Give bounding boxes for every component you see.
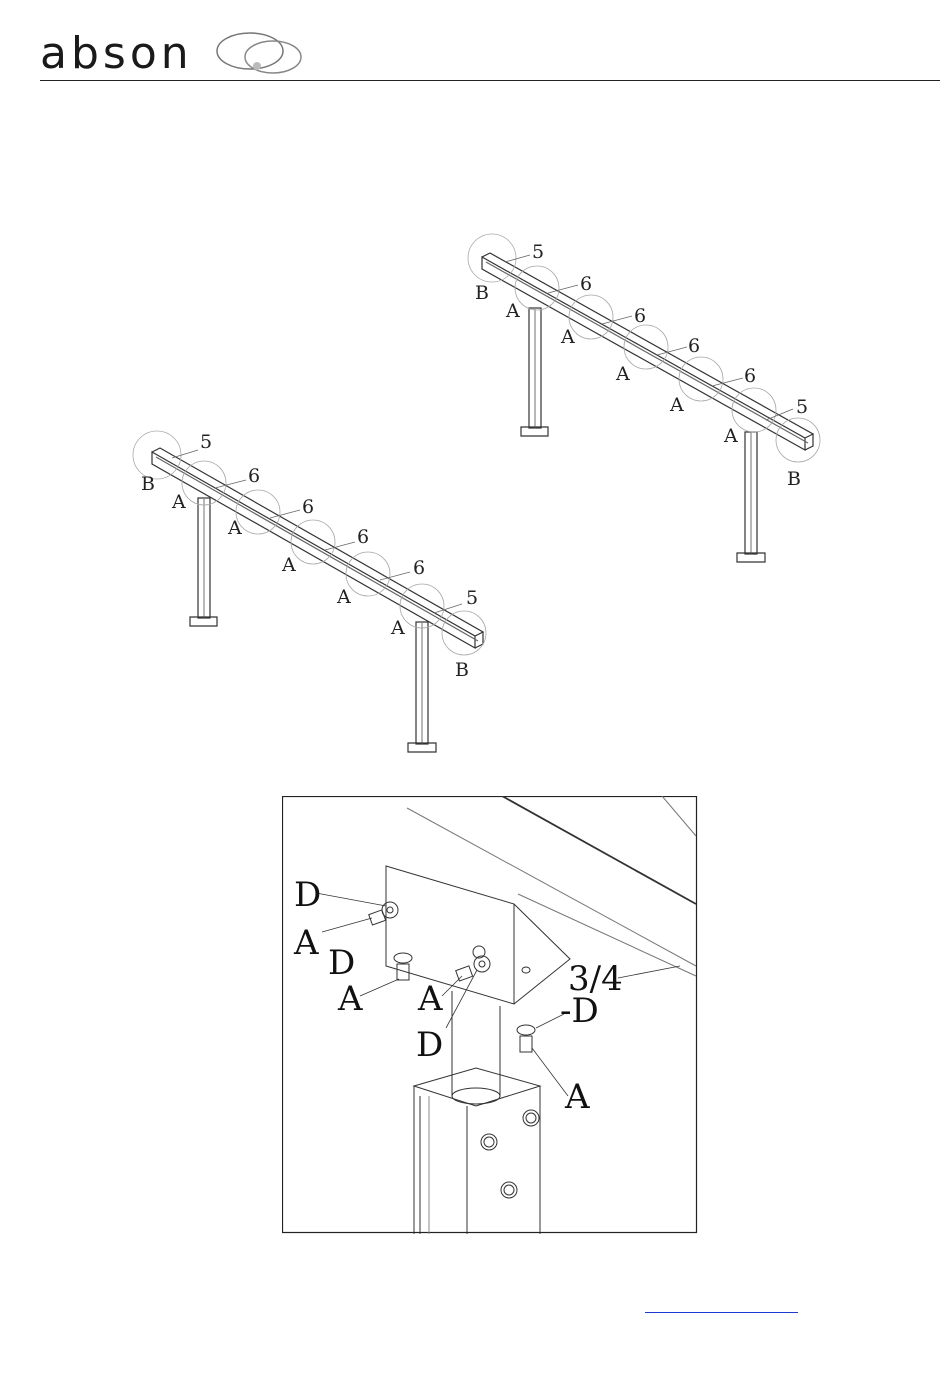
- label-detail-a: A: [560, 326, 575, 348]
- label-part-6: 6: [580, 273, 592, 295]
- label-fastener-d: D: [416, 1025, 443, 1065]
- label-fastener-d: D: [328, 943, 355, 983]
- label-part-6: 6: [357, 526, 369, 548]
- label-detail-b: B: [141, 473, 155, 495]
- label-part-6: 6: [688, 335, 700, 357]
- label-fastener-a: A: [564, 1077, 590, 1117]
- label-detail-a: A: [336, 586, 351, 608]
- label-part-6: 6: [744, 365, 756, 387]
- label-fastener-a: A: [293, 923, 319, 963]
- brand-logo: abson: [40, 28, 310, 80]
- label-fastener-d: D: [294, 875, 321, 915]
- label-detail-b: B: [475, 282, 489, 304]
- label-fastener-a: A: [337, 979, 363, 1019]
- label-detail-b: B: [455, 659, 469, 681]
- label-part-6: 6: [248, 465, 260, 487]
- label-part-5: 5: [532, 241, 544, 263]
- brand-name: abson: [40, 28, 193, 80]
- label-fastener-d-dash: -D: [560, 991, 599, 1031]
- label-part-5: 5: [200, 431, 212, 453]
- label-detail-a: A: [227, 517, 242, 539]
- label-detail-a: A: [505, 300, 520, 322]
- footer-link[interactable]: [645, 1296, 798, 1313]
- label-part-6: 6: [302, 496, 314, 518]
- label-detail-a: A: [171, 491, 186, 513]
- logo-rings-icon: [215, 28, 315, 80]
- label-detail-a: A: [281, 554, 296, 576]
- label-detail-a: A: [615, 363, 630, 385]
- detail-view: D A D A A D 3/4 -D A: [282, 796, 698, 1234]
- label-fastener-a: A: [417, 979, 443, 1019]
- label-part-5: 5: [466, 587, 478, 609]
- label-part-6: 6: [634, 305, 646, 327]
- label-detail-a: A: [390, 617, 405, 639]
- header-rule: [40, 80, 940, 81]
- label-part-6: 6: [413, 557, 425, 579]
